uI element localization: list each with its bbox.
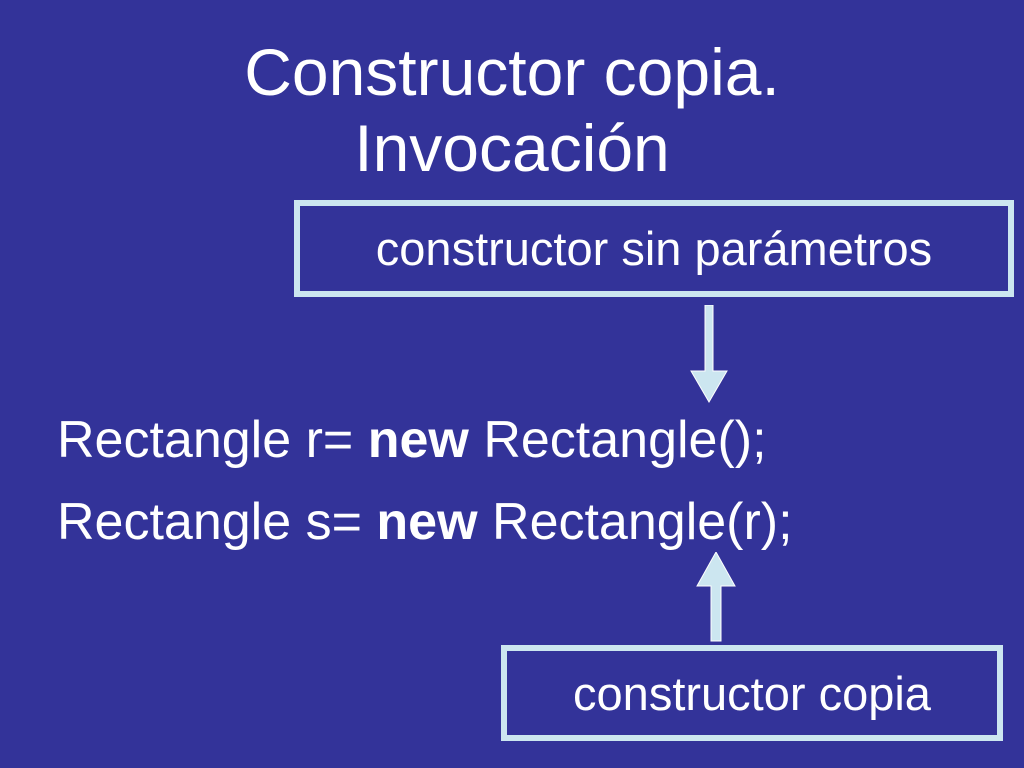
code-line-rectangle-s: Rectangle s= new Rectangle(r); bbox=[57, 492, 793, 552]
code-line1-prefix: Rectangle r= bbox=[57, 411, 368, 469]
callout-copy-label: constructor copia bbox=[573, 666, 931, 720]
callout-no-params-label: constructor sin parámetros bbox=[375, 222, 933, 275]
code-line2-suffix: Rectangle(r); bbox=[477, 493, 793, 551]
up-arrow-icon bbox=[696, 552, 736, 642]
callout-no-params-constructor: constructor sin parámetros bbox=[294, 200, 1014, 297]
down-arrow-icon bbox=[690, 305, 728, 403]
slide-title-line1: Constructor copia. bbox=[244, 35, 780, 109]
code-line2-keyword: new bbox=[376, 493, 478, 551]
slide-title-line2: Invocación bbox=[354, 111, 670, 185]
code-line1-suffix: Rectangle(); bbox=[468, 411, 767, 469]
code-line-rectangle-r: Rectangle r= new Rectangle(); bbox=[57, 410, 767, 470]
code-line2-prefix: Rectangle s= bbox=[57, 493, 377, 551]
slide-title: Constructor copia. Invocación bbox=[0, 34, 1024, 186]
code-line1-keyword: new bbox=[367, 411, 469, 469]
callout-copy-constructor: constructor copia bbox=[501, 645, 1003, 741]
